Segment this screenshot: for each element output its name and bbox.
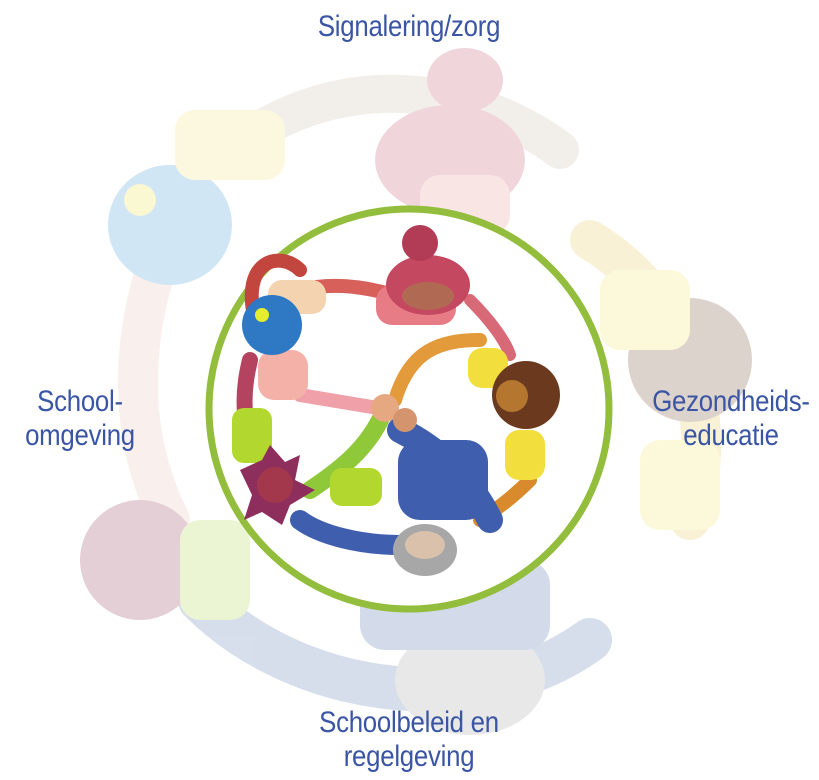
label-top-text: Signalering/zorg (317, 10, 501, 43)
label-bottom-line2: regelgeving (343, 740, 475, 773)
label-left-line2: omgeving (25, 419, 135, 452)
label-right-line1: Gezondheids- (652, 385, 810, 418)
label-left-line1: School- (37, 385, 123, 418)
label-right-line2: educatie (683, 419, 779, 452)
label-bottom-line1: Schoolbeleid en (319, 706, 499, 739)
label-gezondheidseducatie: Gezondheids- educatie (636, 385, 819, 453)
label-signalering-zorg: Signalering/zorg (237, 10, 581, 44)
label-schoolbeleid-regelgeving: Schoolbeleid en regelgeving (237, 706, 581, 774)
center-illustration (232, 225, 560, 576)
label-schoolomgeving: School- omgeving (4, 385, 155, 453)
